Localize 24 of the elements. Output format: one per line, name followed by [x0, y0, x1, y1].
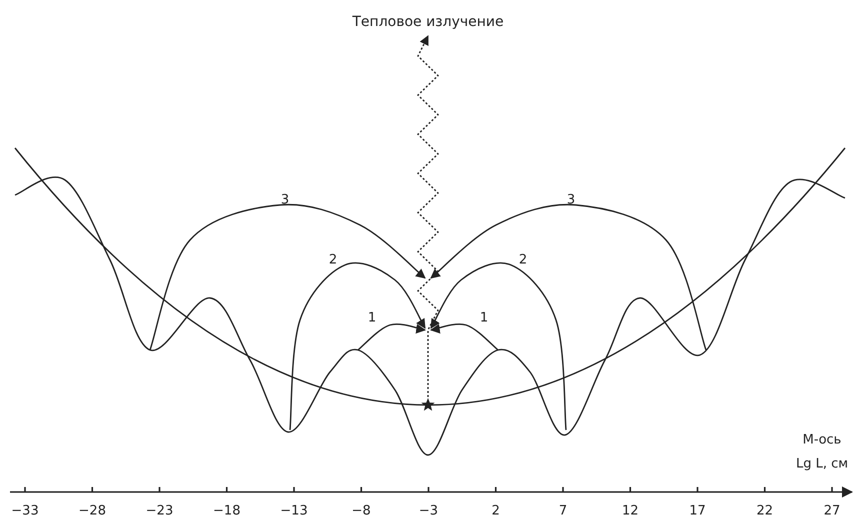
tick-label: 22 — [756, 504, 774, 518]
node-label: Тепловое излучение — [352, 14, 504, 30]
tick-label: 12 — [622, 504, 639, 518]
tick-label: −23 — [146, 504, 174, 518]
tick-label: −13 — [280, 504, 308, 518]
wavy-arrow — [417, 35, 439, 397]
tick-label: 27 — [824, 504, 840, 518]
curve-number: 1 — [368, 310, 376, 326]
curve-number: 2 — [328, 252, 338, 268]
curve-number: 1 — [480, 310, 488, 326]
axis-title: M-ось — [802, 432, 842, 448]
star-marker — [421, 398, 435, 411]
tick-label: 7 — [558, 504, 568, 518]
tick-label: 17 — [689, 504, 706, 518]
tick-label: −18 — [213, 504, 240, 518]
tick-label: −28 — [78, 504, 106, 518]
curve-number: 3 — [280, 192, 290, 208]
curve-number: 3 — [566, 192, 576, 208]
tick-label: 2 — [492, 504, 500, 518]
tick-label: −8 — [352, 504, 371, 518]
tick-label: −3 — [418, 504, 438, 518]
curve-number: 2 — [518, 252, 528, 268]
tick-label: −33 — [11, 504, 39, 518]
axis-title: Lg L, см — [796, 456, 848, 472]
